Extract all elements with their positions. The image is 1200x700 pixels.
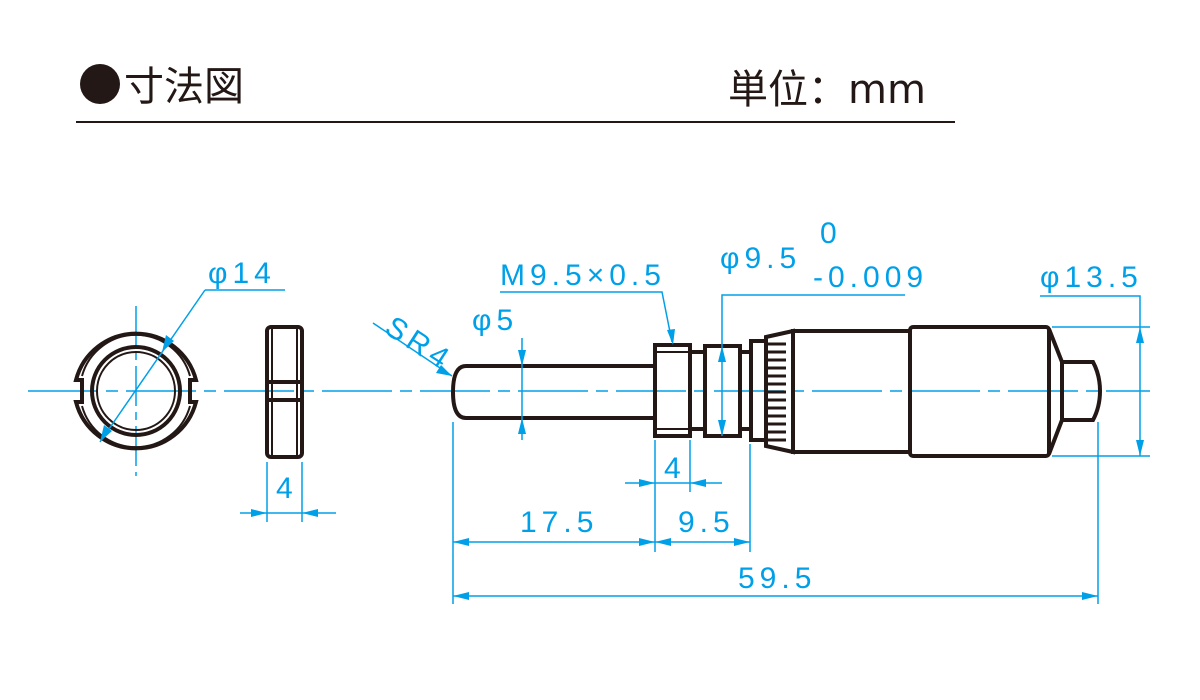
dim-nut-width: 4 [276,472,298,505]
dim-total-length: 59.5 [738,562,816,595]
bullet-icon [80,64,120,104]
dim-mount-tol-lower: -0.009 [813,261,928,294]
unit-label: 単位：mm [728,67,926,113]
page-title: 寸法図 [124,64,244,110]
dim-thimble-diameter: φ13.5 [1040,261,1143,294]
dim-nut-diameter: φ14 [208,257,276,290]
dim-mount-length: 9.5 [678,506,735,539]
lock-nut-front-view [73,331,199,451]
dim-spindle-length: 17.5 [520,506,598,539]
micrometer-head [450,325,1103,458]
dim-thread: M9.5×0.5 [500,259,666,292]
knurled-thimble [908,325,1051,458]
dim-mount-tol-upper: 0 [820,217,842,250]
dim-mount-diameter: φ9.5 [720,242,801,275]
dim-sphere-radius: SR4 [379,310,458,378]
dim-spindle-diameter: φ5 [472,304,518,337]
dim-thread-width: 4 [664,452,686,485]
lock-nut-side-view [265,325,304,459]
